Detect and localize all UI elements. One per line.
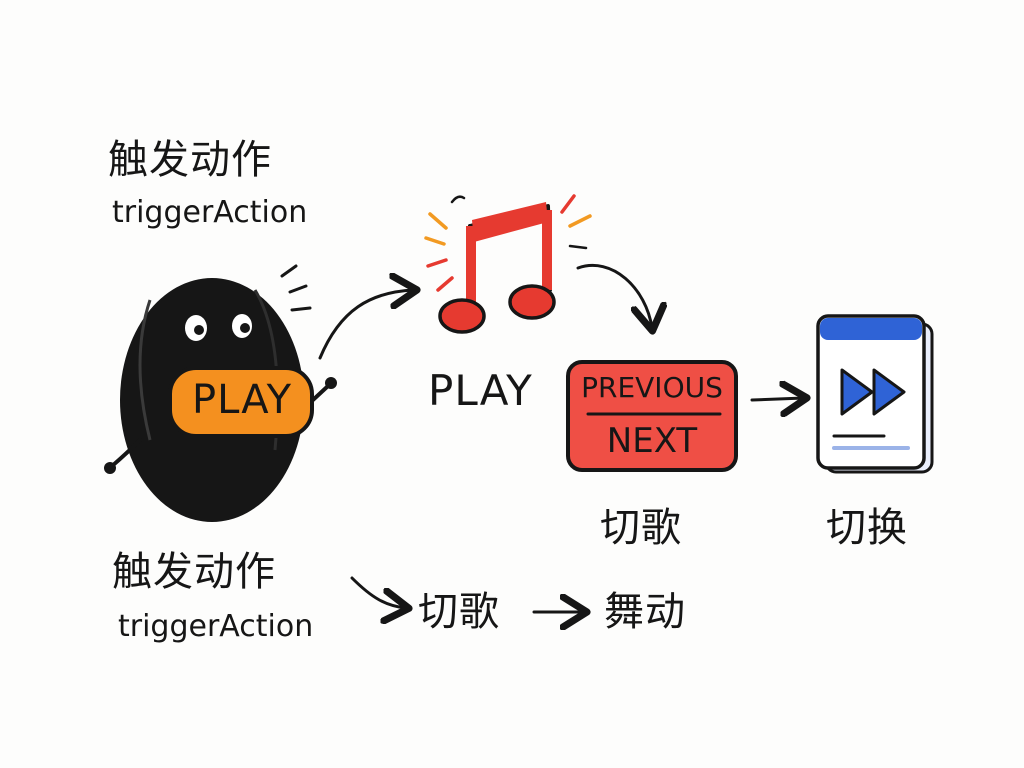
fast-forward-icon <box>840 368 906 416</box>
arrow-to-music <box>318 290 414 360</box>
player-card <box>816 314 934 474</box>
prev-next-caption: 切歌 <box>600 505 682 551</box>
arrow-bottom-1 <box>350 576 406 608</box>
bottom-step-2: 舞动 <box>604 589 686 635</box>
music-sparks <box>424 194 592 292</box>
bottom-step-1: 切歌 <box>418 589 500 635</box>
bottom-trigger-en: triggerAction <box>118 609 314 644</box>
arrow-to-player <box>750 398 804 400</box>
previous-label: PREVIOUS <box>581 371 723 404</box>
mascot-play-label: PLAY <box>191 377 292 423</box>
music-note-icon <box>438 202 556 334</box>
mascot-play-button <box>168 366 314 438</box>
top-trigger-zh: 触发动作 <box>108 137 272 183</box>
arrow-to-prev-next <box>576 264 652 328</box>
player-caption: 切换 <box>826 505 908 551</box>
prev-next-box <box>566 360 738 472</box>
music-caption: PLAY <box>428 366 533 415</box>
top-trigger-en: triggerAction <box>112 195 308 230</box>
bottom-trigger-zh: 触发动作 <box>112 549 276 595</box>
mascot <box>104 264 337 522</box>
next-label: NEXT <box>606 421 698 461</box>
